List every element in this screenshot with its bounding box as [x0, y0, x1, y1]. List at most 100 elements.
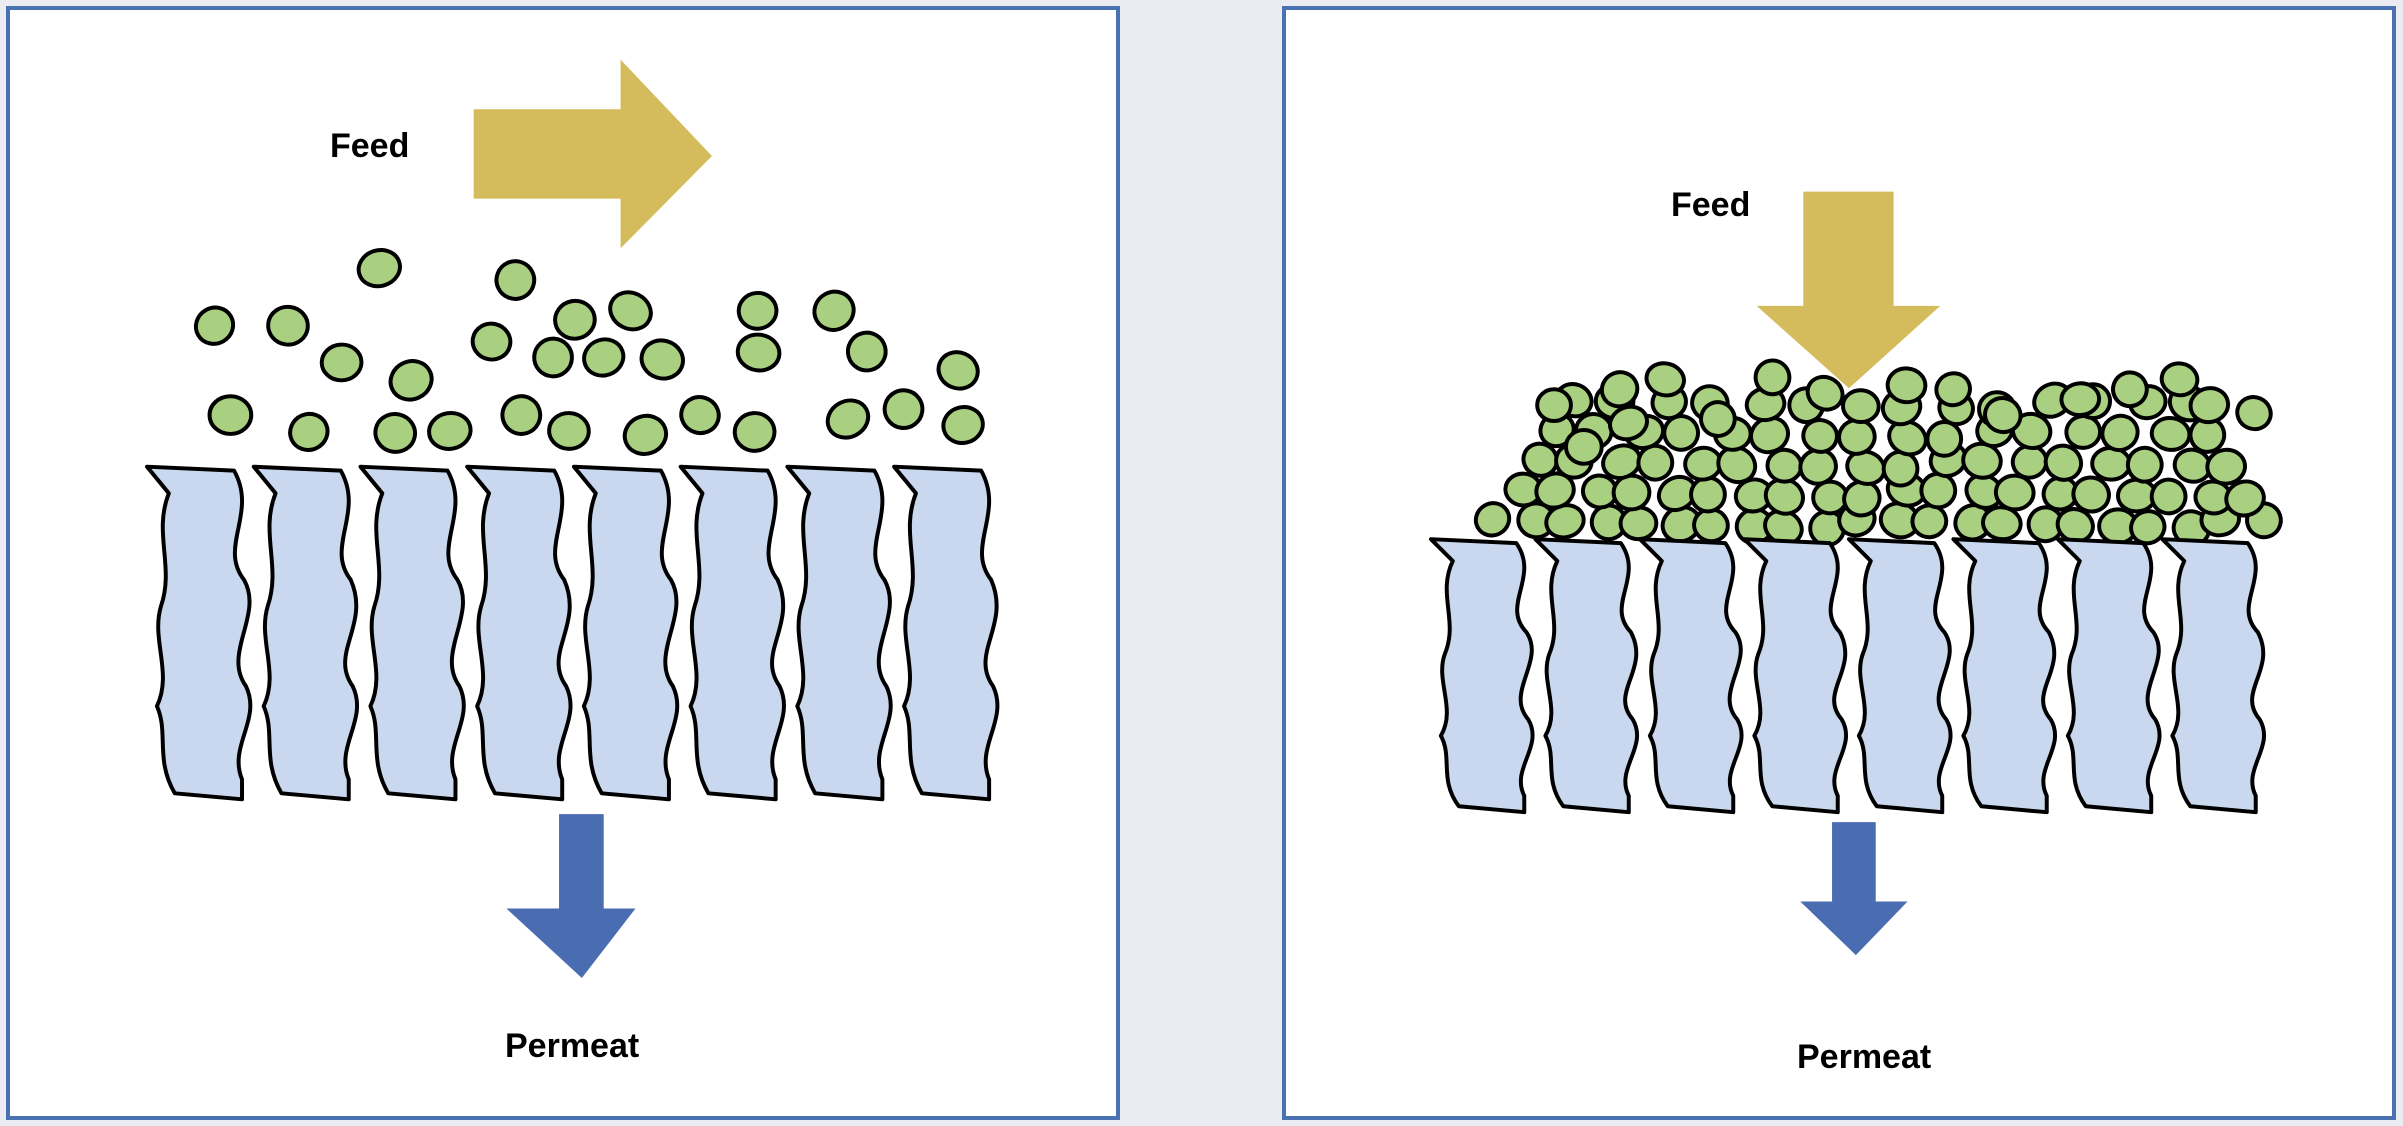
particle	[1840, 388, 1881, 425]
particle	[1599, 370, 1640, 409]
feed-arrow-down	[1756, 191, 1941, 389]
particle	[1716, 445, 1758, 485]
particle	[470, 321, 513, 362]
particle	[532, 336, 574, 379]
diagram-panel-deadend: Feed Permeat	[1282, 6, 2396, 1120]
particle	[1618, 505, 1659, 542]
particle	[582, 337, 626, 378]
particle	[1910, 503, 1949, 540]
particle	[1983, 396, 2023, 435]
particle	[736, 290, 779, 331]
particle	[1925, 420, 1964, 458]
particle	[1636, 443, 1675, 482]
membrane-segment	[465, 464, 573, 802]
particle	[622, 413, 669, 456]
permeate-label: Permeat	[505, 1027, 640, 1065]
particle	[356, 248, 402, 289]
particles-layer	[193, 248, 985, 456]
particle	[2205, 447, 2248, 486]
particle	[1811, 479, 1849, 516]
particle	[1753, 358, 1792, 397]
membrane-segment	[145, 464, 253, 802]
particle	[1993, 473, 2036, 512]
particle	[1805, 374, 1845, 412]
membrane-segment	[358, 464, 466, 802]
particle	[679, 395, 721, 436]
diagram-panel-crossflow: Feed Permeat	[6, 6, 1120, 1120]
particle	[639, 338, 685, 381]
particle	[193, 305, 236, 346]
membrane-segment	[2055, 537, 2162, 815]
permeate-arrow-down	[506, 814, 636, 978]
membrane-segment	[571, 464, 680, 802]
particle	[1699, 400, 1737, 438]
deadend-diagram	[1428, 191, 2283, 956]
particle	[2188, 386, 2231, 425]
particle	[1644, 361, 1686, 398]
crossflow-diagram	[145, 59, 1000, 978]
particle	[845, 330, 888, 373]
membrane	[145, 464, 1000, 802]
particle	[1885, 366, 1928, 405]
particle	[1801, 418, 1839, 454]
particle	[2159, 361, 2200, 398]
particle	[812, 289, 856, 332]
particle	[882, 388, 925, 430]
particle	[547, 411, 591, 451]
particle	[2224, 479, 2266, 518]
particle	[1473, 501, 1512, 538]
membrane-segment	[785, 464, 893, 802]
particle	[427, 411, 473, 451]
particle	[288, 411, 330, 452]
membrane-segment	[2160, 537, 2267, 815]
particle	[494, 259, 537, 301]
particle	[553, 298, 597, 341]
membrane-segment	[1428, 537, 1535, 815]
particle	[2059, 381, 2102, 418]
permeate-arrow-down	[1800, 822, 1908, 956]
particle	[1535, 387, 1573, 424]
membrane-segment	[1951, 537, 2058, 815]
particle	[1842, 479, 1882, 518]
membrane-segment	[1742, 537, 1849, 815]
membrane-segment	[1846, 537, 1953, 815]
particle	[735, 332, 782, 373]
particle	[936, 350, 980, 391]
particle	[319, 342, 364, 383]
particle	[941, 405, 985, 445]
particle	[388, 359, 434, 402]
particle	[207, 394, 254, 436]
particle	[1887, 419, 1928, 457]
membrane	[1428, 537, 2267, 815]
permeate-label: Permeat	[1797, 1038, 1932, 1076]
particle	[373, 412, 418, 454]
particle	[2043, 443, 2084, 482]
feed-label: Feed	[330, 127, 410, 165]
particle	[266, 304, 310, 347]
particle	[732, 411, 777, 453]
feed-arrow-right	[473, 59, 712, 249]
feed-label: Feed	[1671, 186, 1751, 224]
particle	[500, 394, 543, 436]
particle	[1934, 371, 1972, 408]
membrane-segment	[1533, 537, 1640, 815]
membrane-segment	[1637, 537, 1744, 815]
particle	[2125, 445, 2164, 484]
particle	[2071, 475, 2111, 514]
particle	[825, 398, 871, 440]
particle	[2235, 395, 2273, 432]
particle	[2090, 445, 2132, 482]
particle	[2111, 370, 2149, 409]
particle	[2100, 413, 2140, 453]
particle	[1689, 475, 1727, 514]
particle	[1881, 449, 1920, 488]
particle	[1563, 427, 1604, 466]
particle	[1662, 414, 1701, 452]
particle	[608, 290, 653, 332]
particle	[1608, 404, 1649, 442]
membrane-segment	[892, 464, 1000, 802]
membrane-segment	[678, 464, 786, 802]
particle	[2149, 477, 2188, 516]
membrane-segment	[251, 464, 360, 802]
particles-layer	[1473, 358, 2283, 548]
